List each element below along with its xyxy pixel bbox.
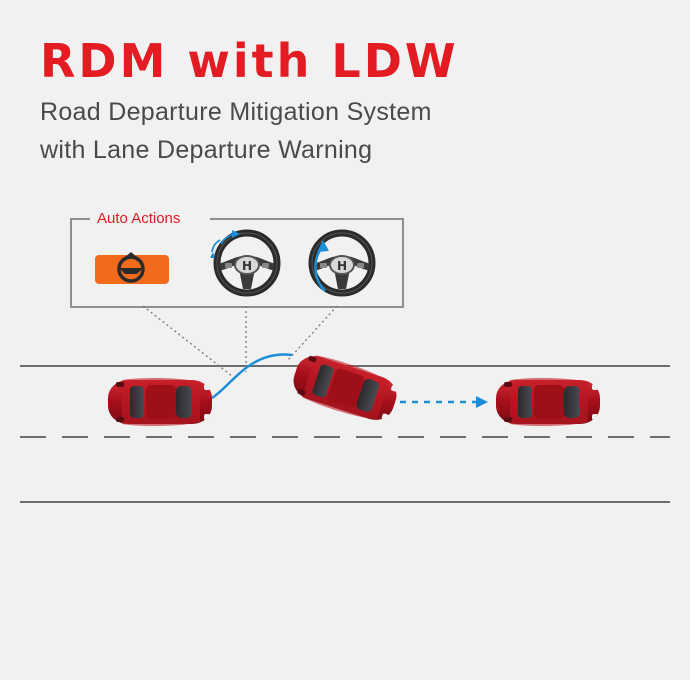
page-title: RDM with LDW [40, 34, 459, 88]
lane-departure-warning-icon [95, 252, 169, 284]
callout-line-3 [287, 305, 338, 361]
vehicle-path [211, 353, 293, 400]
steering-correction-icon [312, 233, 372, 293]
car-departing [288, 349, 402, 427]
steering-assist-icon [210, 230, 277, 293]
panel-border-top-left [70, 218, 90, 220]
auto-actions-panel [70, 218, 404, 308]
callout-line-1 [142, 305, 233, 377]
panel-border-top-right [210, 218, 402, 220]
path-arrow-head [476, 396, 488, 408]
car-corrected [496, 377, 600, 427]
car-start [108, 377, 212, 427]
auto-actions-label: Auto Actions [97, 210, 181, 227]
subtitle-line-1: Road Departure Mitigation System [40, 98, 432, 126]
subtitle-line-2: with Lane Departure Warning [40, 136, 373, 164]
